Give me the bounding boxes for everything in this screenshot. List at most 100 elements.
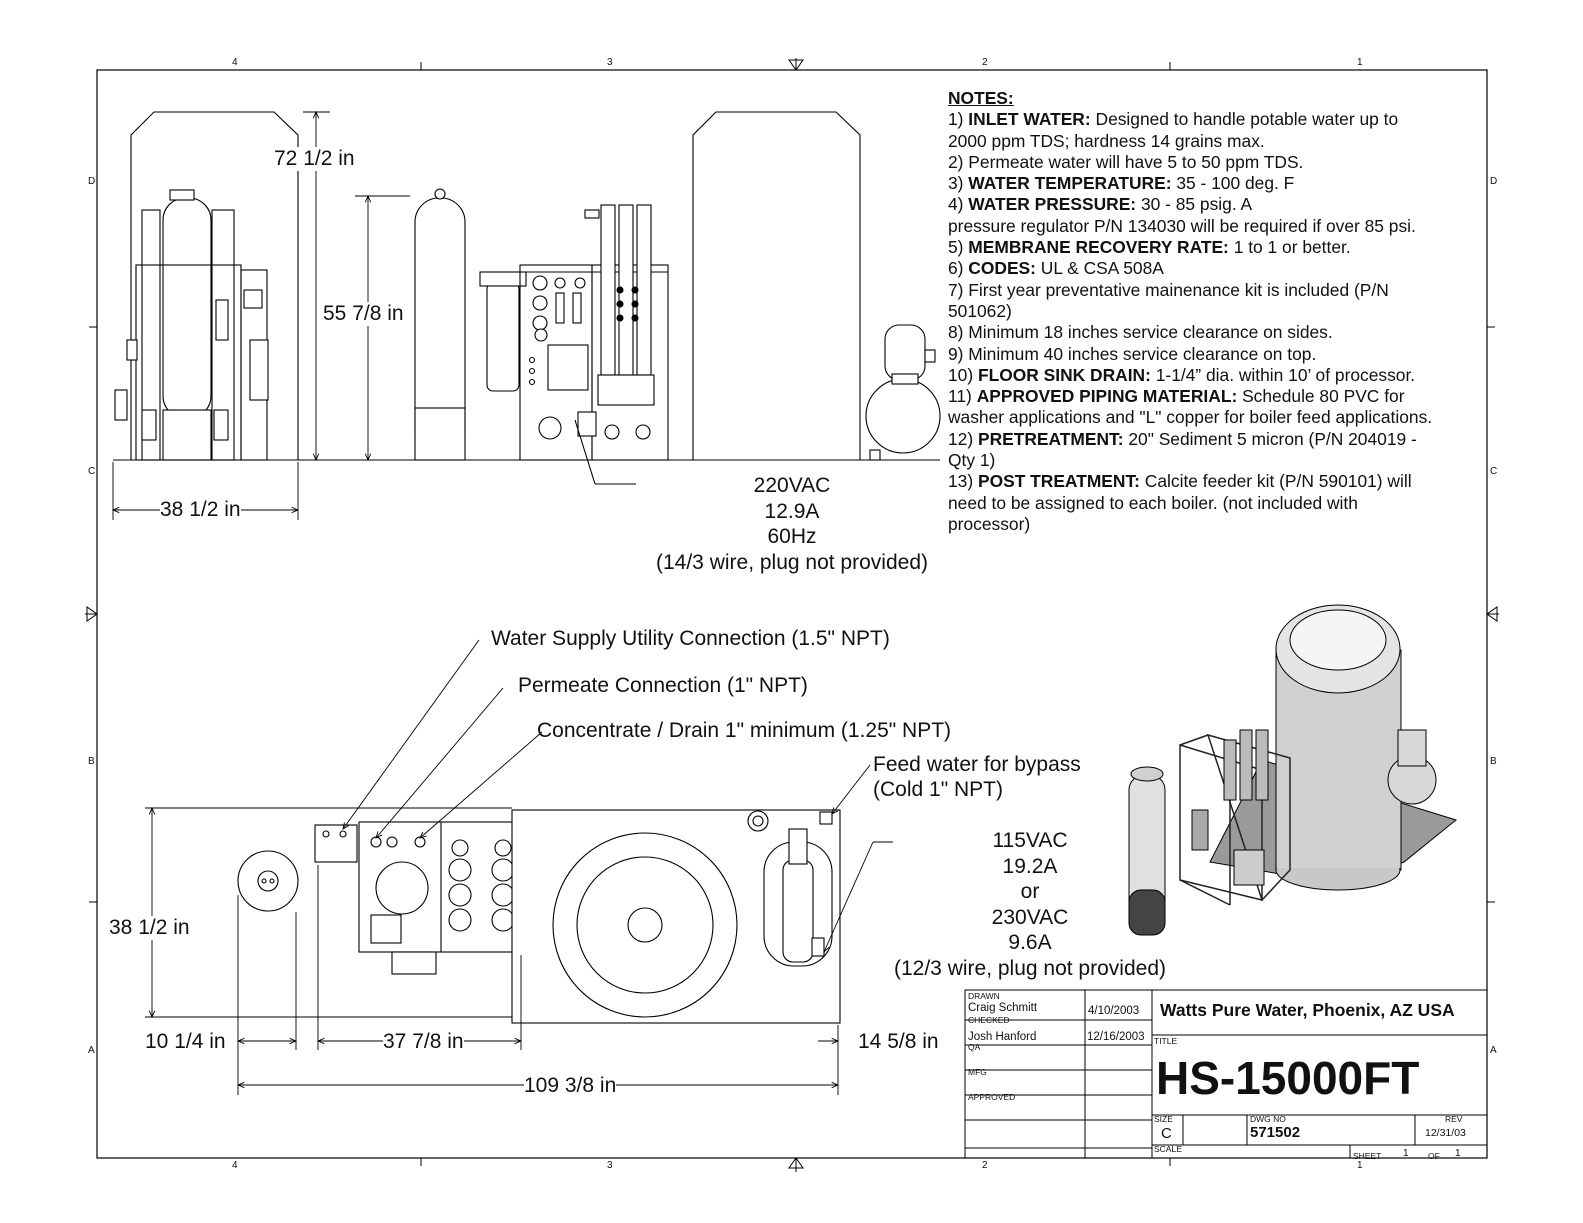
note-number: 9) xyxy=(948,343,969,364)
zone-row-left-d: D xyxy=(88,176,96,187)
zone-row-left-a: A xyxy=(88,1045,95,1056)
note-text: 1 to 1 or better. xyxy=(1228,237,1351,258)
note-line: 2000 ppm TDS; hardness 14 grains max. xyxy=(948,131,1483,152)
zone-row-left-b: B xyxy=(88,756,95,767)
callout-permeate: Permeate Connection (1" NPT) xyxy=(518,674,808,697)
zone-col-top-1: 1 xyxy=(1357,57,1363,68)
note-line: 4) WATER PRESSURE: 30 - 85 psig. A xyxy=(948,194,1483,215)
tb-drawn-name: Craig Schmitt xyxy=(968,1002,1038,1014)
note-keyword: CODES: xyxy=(968,258,1036,279)
note-text: Minimum 40 inches service clearance on t… xyxy=(968,343,1317,364)
callout-feed-bypass-1: Feed water for bypass xyxy=(873,753,1081,776)
electrical-lower-current-2: 9.6A xyxy=(1008,931,1052,954)
note-number: 6) xyxy=(948,258,969,279)
electrical-upper-frequency: 60Hz xyxy=(767,525,817,548)
notes-block: NOTES: 1) INLET WATER: Designed to handl… xyxy=(948,88,1483,535)
dim-depth-plan: 38 1/2 in xyxy=(109,916,190,940)
notes-list: 1) INLET WATER: Designed to handle potab… xyxy=(948,109,1483,535)
note-line: 13) POST TREATMENT: Calcite feeder kit (… xyxy=(948,471,1483,492)
tb-drawn-date: 4/10/2003 xyxy=(1088,1005,1140,1017)
note-text: UL & CSA 508A xyxy=(1035,258,1164,279)
callout-feed-bypass-2: (Cold 1" NPT) xyxy=(873,778,1003,801)
tb-checked-label: CHECKED xyxy=(968,1015,1010,1025)
zone-col-top-4: 4 xyxy=(232,57,238,68)
zone-row-left-c: C xyxy=(88,466,96,477)
zone-col-top-2: 2 xyxy=(982,57,988,68)
note-text: Minimum 18 inches service clearance on s… xyxy=(968,322,1333,343)
note-text: 35 - 100 deg. F xyxy=(1171,173,1295,194)
center-mark-right xyxy=(1486,606,1498,622)
zone-row-right-a: A xyxy=(1490,1045,1497,1056)
tb-sheet-label: SHEET xyxy=(1353,1151,1382,1161)
center-mark-bottom xyxy=(788,1157,804,1169)
note-line: 9) Minimum 40 inches service clearance o… xyxy=(948,344,1483,365)
note-number: 3) xyxy=(948,173,969,194)
electrical-upper-wire: (14/3 wire, plug not provided) xyxy=(656,550,928,574)
center-mark-top xyxy=(788,59,804,71)
note-number: 4) xyxy=(948,194,969,215)
tb-title: HS-15000FT xyxy=(1156,1052,1420,1104)
electrical-lower-wire: (12/3 wire, plug not provided) xyxy=(894,956,1166,980)
note-keyword: WATER PRESSURE: xyxy=(968,194,1137,215)
tb-rev: 12/31/03 xyxy=(1425,1127,1466,1139)
tb-sheet: 1 xyxy=(1403,1148,1409,1159)
tb-mfg-label: MFG xyxy=(968,1067,987,1077)
note-keyword: MEMBRANE RECOVERY RATE: xyxy=(968,237,1229,258)
note-number: 5) xyxy=(948,237,969,258)
note-line: 2) Permeate water will have 5 to 50 ppm … xyxy=(948,152,1483,173)
note-line: 501062) xyxy=(948,301,1483,322)
dim-overall-length: 109 3/8 in xyxy=(524,1074,617,1098)
plan-dimensions xyxy=(145,639,893,1095)
tb-title-label: TITLE xyxy=(1154,1036,1178,1046)
tb-size-label: SIZE xyxy=(1154,1114,1173,1124)
note-text: 30 - 85 psig. A xyxy=(1136,194,1253,215)
elevation-view xyxy=(113,111,941,485)
dim-height-tank: 55 7/8 in xyxy=(323,302,404,326)
zone-row-right-b: B xyxy=(1490,756,1497,767)
tb-scale-label: SCALE xyxy=(1154,1144,1182,1154)
note-number: 8) xyxy=(948,322,969,343)
plan-view xyxy=(237,809,841,1024)
isometric-view xyxy=(1128,604,1458,936)
zone-col-bottom-3: 3 xyxy=(607,1160,613,1171)
zone-row-right-d: D xyxy=(1490,176,1498,187)
note-line: 11) APPROVED PIPING MATERIAL: Schedule 8… xyxy=(948,386,1483,407)
dim-depth-side: 38 1/2 in xyxy=(160,498,241,522)
note-text: 20" Sediment 5 micron (P/N 204019 - xyxy=(1123,428,1417,449)
tb-rev-label: REV xyxy=(1445,1114,1463,1124)
note-line: washer applications and "L" copper for b… xyxy=(948,407,1483,428)
note-keyword: WATER TEMPERATURE: xyxy=(968,173,1172,194)
tb-size: C xyxy=(1161,1125,1172,1142)
note-line: pressure regulator P/N 134030 will be re… xyxy=(948,216,1483,237)
note-text: Calcite feeder kit (P/N 590101) will xyxy=(1139,471,1412,492)
tb-of-label: OF xyxy=(1428,1151,1440,1161)
note-keyword: INLET WATER: xyxy=(968,109,1091,130)
electrical-lower-or: or xyxy=(1020,880,1040,903)
note-line: 3) WATER TEMPERATURE: 35 - 100 deg. F xyxy=(948,173,1483,194)
sheet-border xyxy=(85,58,1499,1172)
note-line: Qty 1) xyxy=(948,450,1483,471)
dim-processor-width: 37 7/8 in xyxy=(383,1030,464,1054)
note-number: 13) xyxy=(948,471,978,492)
note-line: 10) FLOOR SINK DRAIN: 1-1/4” dia. within… xyxy=(948,365,1483,386)
electrical-upper: 220VAC 12.9A 60Hz (14/3 wire, plug not p… xyxy=(632,473,952,575)
note-line: need to be assigned to each boiler. (not… xyxy=(948,493,1483,514)
dim-gap-left: 10 1/4 in xyxy=(145,1030,226,1054)
note-text: Qty 1) xyxy=(948,450,996,471)
zone-col-top-3: 3 xyxy=(607,57,613,68)
tb-drawn-label: DRAWN xyxy=(968,991,1000,1001)
zone-col-bottom-4: 4 xyxy=(232,1160,238,1171)
note-line: 5) MEMBRANE RECOVERY RATE: 1 to 1 or bet… xyxy=(948,237,1483,258)
note-text: Permeate water will have 5 to 50 ppm TDS… xyxy=(968,151,1304,172)
note-text: First year preventative mainenance kit i… xyxy=(968,279,1389,300)
note-text: pressure regulator P/N 134030 will be re… xyxy=(948,215,1416,236)
note-keyword: PRETREATMENT: xyxy=(977,428,1124,449)
note-line: 6) CODES: UL & CSA 508A xyxy=(948,258,1483,279)
note-line: processor) xyxy=(948,514,1483,535)
callout-concentrate: Concentrate / Drain 1" minimum (1.25" NP… xyxy=(537,719,952,742)
note-number: 1) xyxy=(948,109,969,130)
note-line: 1) INLET WATER: Designed to handle potab… xyxy=(948,109,1483,130)
tb-of: 1 xyxy=(1455,1148,1461,1159)
note-text: Schedule 80 PVC for xyxy=(1237,386,1405,407)
